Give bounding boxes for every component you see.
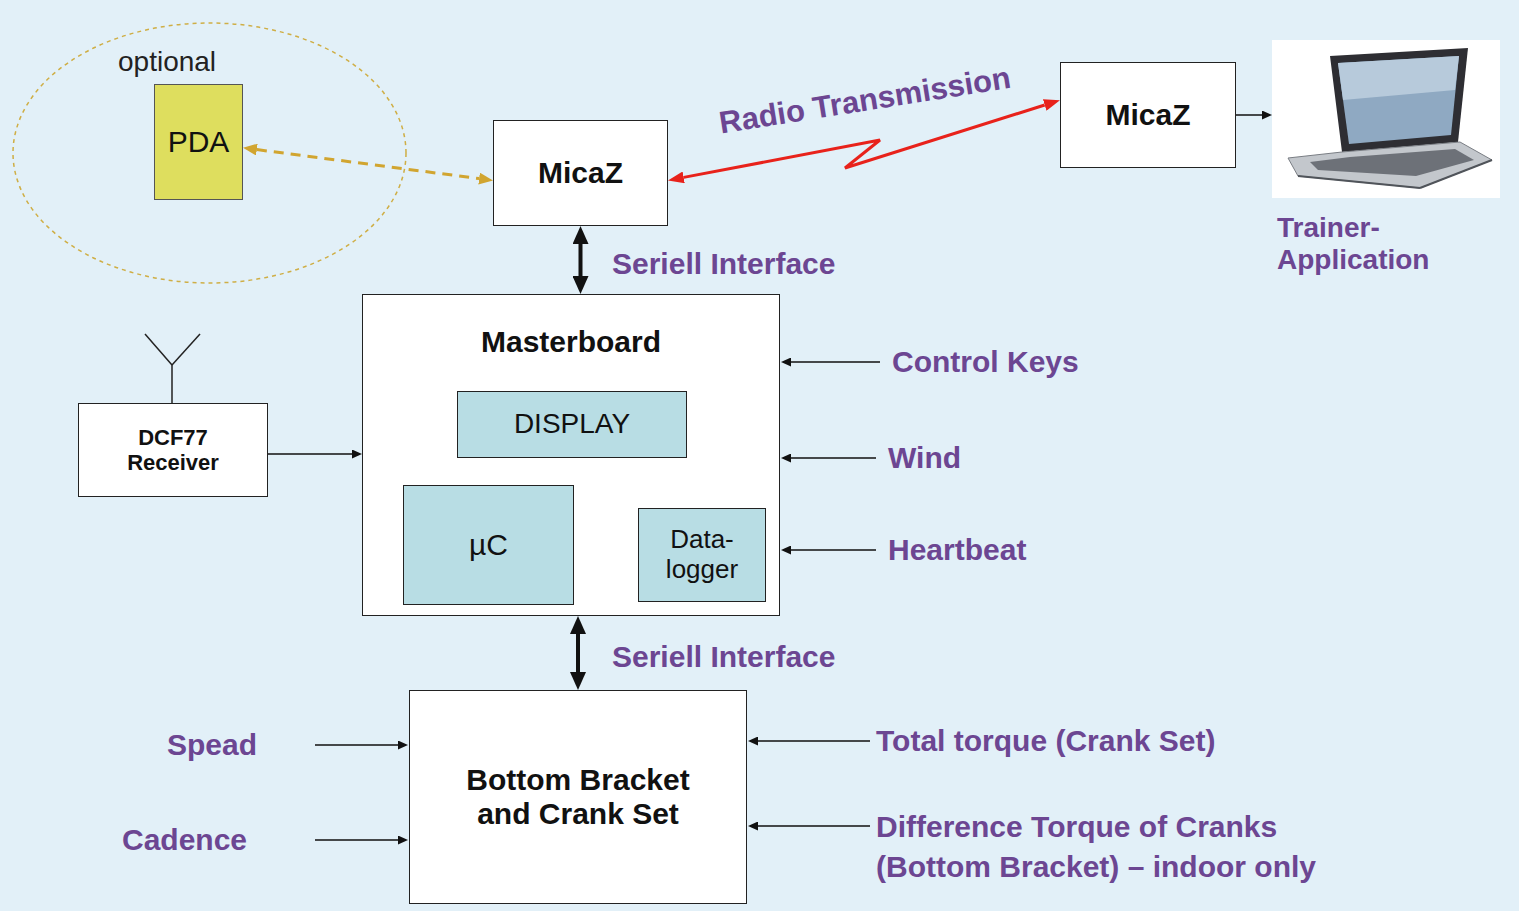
node-label: Masterboard	[475, 325, 667, 360]
node-label: Data- logger	[639, 525, 765, 585]
node-label: DISPLAY	[508, 408, 636, 440]
radio-module-box: MicaZ	[493, 120, 668, 226]
signal-label: Control Keys	[892, 343, 1079, 381]
node-label: MicaZ	[1099, 98, 1196, 133]
signal-label: Difference Torque of Cranks (Bottom Brac…	[876, 807, 1376, 887]
controller-box: µC	[403, 485, 574, 605]
signal-label: Cadence	[122, 821, 247, 859]
connector	[257, 150, 479, 179]
node-label: µC	[463, 528, 514, 563]
edge-label: Seriell Interface	[612, 638, 835, 676]
receiver-box: DCF77 Receiver	[78, 403, 268, 497]
node-label: Bottom Bracket and Crank Set	[441, 763, 715, 832]
signal-label: Wind	[888, 439, 961, 477]
connector	[1236, 114, 1262, 116]
edge-label: Seriell Interface	[612, 245, 835, 283]
laptop-node: Trainer- Application	[1272, 40, 1500, 198]
radio-module-box: MicaZ	[1060, 62, 1236, 168]
connector	[268, 453, 352, 455]
node-label: optional	[112, 46, 222, 78]
antenna-symbol	[145, 334, 200, 403]
connector	[579, 244, 583, 276]
board-box: MasterboardDISPLAY µC Data- logger	[362, 294, 780, 616]
logger-box: Data- logger	[638, 508, 766, 602]
signal-label: Spead	[167, 726, 257, 764]
signal-label: Heartbeat	[888, 531, 1026, 569]
sensor-box: Bottom Bracket and Crank Set	[409, 690, 747, 904]
signal-label: Total torque (Crank Set)	[876, 722, 1215, 760]
optional-region: optionalPDA	[12, 22, 407, 284]
node-label: Trainer- Application	[1277, 212, 1477, 276]
connector	[576, 634, 580, 672]
laptop-picture	[1272, 40, 1500, 198]
edge-label: Radio Transmission	[716, 59, 1013, 143]
node-label: PDA	[162, 125, 236, 160]
node-label: MicaZ	[532, 156, 629, 191]
display-box: DISPLAY	[457, 391, 687, 458]
ellipse-outline	[13, 23, 406, 283]
node-label: DCF77 Receiver	[106, 425, 240, 476]
device-box: PDA	[154, 84, 243, 200]
